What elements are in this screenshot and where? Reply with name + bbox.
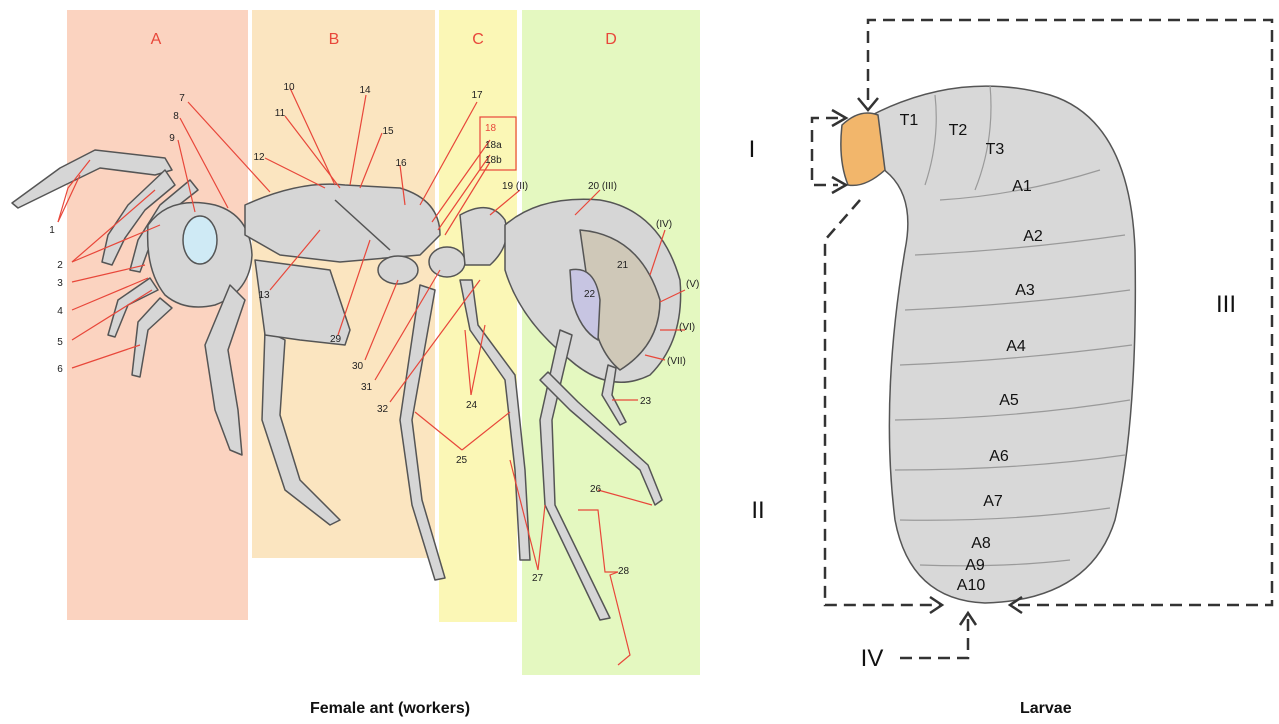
hind-leg-left	[399, 284, 446, 581]
label-21: 21	[617, 260, 629, 271]
zone-d-label: D	[605, 31, 617, 48]
segment-a8: A8	[971, 535, 991, 552]
label-vii: (VII)	[667, 356, 686, 367]
segment-a3: A3	[1015, 282, 1035, 299]
rear-leg-2	[539, 371, 663, 506]
label-19: 19 (II)	[502, 181, 528, 192]
label-12: 12	[253, 152, 265, 163]
compound-eye	[182, 215, 218, 265]
leader-lines	[57, 87, 686, 666]
rear-leg-1	[539, 329, 611, 621]
sting	[601, 364, 627, 426]
label-iv: (IV)	[656, 219, 672, 230]
postpetiole	[428, 246, 466, 278]
label-v: (V)	[686, 279, 699, 290]
region-i-outline	[810, 116, 838, 187]
label-26: 26	[590, 484, 602, 495]
region-iii-outline	[866, 18, 1274, 607]
label-18b: 18b	[485, 155, 502, 166]
zone-c-label: C	[472, 31, 484, 48]
gaster-segment-21	[579, 229, 661, 371]
larva-caption: Larvae	[1020, 700, 1072, 717]
region-arrows	[831, 97, 1023, 626]
label-16: 16	[395, 158, 407, 169]
label-29: 29	[330, 334, 342, 345]
label-5: 5	[57, 337, 63, 348]
middle-leg	[261, 329, 341, 526]
segment-a5: A5	[999, 392, 1019, 409]
petiole	[377, 255, 419, 285]
label-10: 10	[283, 82, 295, 93]
label-20: 20 (III)	[588, 181, 617, 192]
label-vi: (VI)	[679, 322, 695, 333]
label-23: 23	[640, 396, 652, 407]
label-7: 7	[179, 93, 185, 104]
gaster-segment-22	[569, 268, 601, 341]
label-8: 8	[173, 111, 179, 122]
label-24: 24	[466, 400, 478, 411]
label-18: 18	[485, 123, 497, 134]
region-ii-label: II	[751, 497, 764, 524]
label-27: 27	[532, 573, 544, 584]
middle-coxa	[254, 259, 351, 346]
label-18a: 18a	[485, 140, 502, 151]
larva-head	[840, 112, 886, 187]
label-25: 25	[456, 455, 468, 466]
larva-segment-lines	[894, 84, 1133, 567]
zone-b-label: B	[329, 31, 340, 48]
region-i-label: I	[749, 136, 756, 163]
segment-t3: T3	[986, 141, 1005, 158]
segment-a7: A7	[983, 493, 1003, 510]
segment-a6: A6	[989, 448, 1009, 465]
segment-a1: A1	[1012, 178, 1032, 195]
mandible-right	[131, 297, 173, 378]
ant-illustration	[11, 149, 682, 621]
region-ii-outline	[823, 199, 940, 607]
segment-t1: T1	[900, 112, 919, 129]
label-11: 11	[275, 108, 286, 119]
label-32: 32	[377, 404, 389, 415]
region-iii-label: III	[1216, 291, 1236, 318]
larva-body	[871, 85, 1137, 604]
front-leg	[204, 284, 246, 456]
ant-labels: 1 2 3 4 5 6 7 8 9 10 11 12 13 14 15 16 1…	[49, 82, 699, 584]
label-14: 14	[359, 85, 371, 96]
node	[459, 206, 508, 266]
label-22: 22	[584, 289, 596, 300]
region-iv-outline	[900, 615, 970, 660]
label-3: 3	[57, 278, 63, 289]
label-2: 2	[57, 260, 63, 271]
ant-caption: Female ant (workers)	[310, 700, 471, 717]
label-28: 28	[618, 566, 630, 577]
larva-illustration: T1 T2 T3 A1 A2 A3 A4 A5 A6 A7 A8 A9 A10	[840, 84, 1137, 604]
zone-a-label: A	[151, 31, 162, 48]
label-30: 30	[352, 361, 364, 372]
label-13: 13	[258, 290, 270, 301]
region-iv-label: IV	[861, 645, 884, 672]
label-15: 15	[382, 126, 394, 137]
zone-c	[439, 10, 517, 622]
label-4: 4	[57, 306, 63, 317]
label-6: 6	[57, 364, 63, 375]
mandible-left	[107, 277, 159, 338]
segment-a10: A10	[957, 577, 986, 594]
segment-a4: A4	[1006, 338, 1026, 355]
label-1: 1	[49, 225, 55, 236]
segment-t2: T2	[949, 122, 968, 139]
segment-a2: A2	[1023, 228, 1043, 245]
label-17: 17	[471, 90, 483, 101]
label-31: 31	[361, 382, 373, 393]
segment-a9: A9	[965, 557, 985, 574]
region-outlines	[810, 18, 1274, 660]
hind-leg-right	[459, 279, 531, 561]
mesosoma-suture	[334, 199, 391, 251]
mesosoma	[244, 183, 441, 263]
label-9: 9	[169, 133, 175, 144]
